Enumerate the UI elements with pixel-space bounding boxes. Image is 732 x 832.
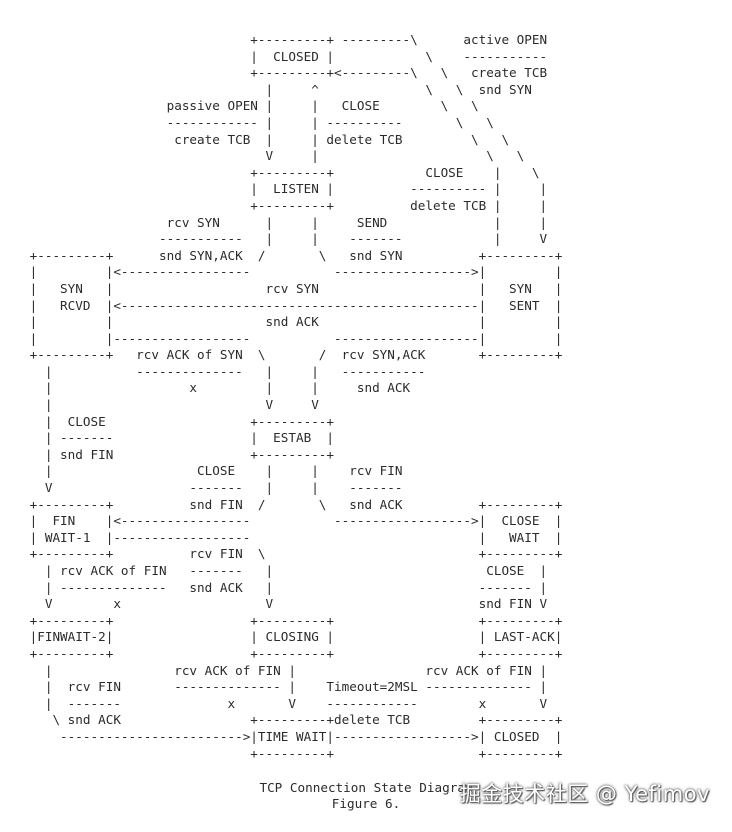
diagram-line: | |------------------ ------------------…	[22, 330, 563, 346]
diagram-line: +---------+ +---------+	[22, 745, 563, 761]
diagram-line: | rcv ACK of FIN ------- | CLOSE |	[22, 563, 548, 578]
diagram-line: +---------+ CLOSE | \	[22, 164, 540, 180]
diagram-line: | snd FIN +---------+	[22, 446, 335, 462]
diagram-line: | -------------- snd ACK | ------- |	[22, 579, 548, 595]
diagram-line: | WAIT-1 |------------------ | WAIT |	[22, 529, 563, 545]
diagram-line: create TCB | | delete TCB \ \	[22, 131, 510, 147]
diagram-line: V x V snd FIN V	[22, 596, 548, 612]
diagram-line: +---------+ rcv FIN \ +---------+	[22, 546, 563, 562]
diagram-line: | LISTEN | ---------- | |	[22, 181, 548, 197]
diagram-line: | ^ \ \ snd SYN	[22, 81, 532, 97]
diagram-line: | x | | snd ACK	[22, 380, 411, 396]
diagram-line: |FINWAIT-2| | CLOSING | | LAST-ACK|	[22, 629, 563, 645]
tcp-state-diagram: +---------+ ---------\ active OPEN | CLO…	[22, 32, 563, 762]
caption-title: TCP Connection State Diagram	[259, 780, 473, 795]
diagram-line: passive OPEN | | CLOSE \ \	[22, 98, 479, 114]
diagram-line: +---------+<---------\ \ create TCB	[22, 65, 548, 81]
diagram-line: +---------+ snd FIN / \ snd ACK +-------…	[22, 496, 563, 512]
diagram-line: | RCVD |<-------------------------------…	[22, 297, 563, 313]
diagram-line: +---------+ delete TCB | |	[22, 197, 548, 213]
diagram-line: rcv SYN | | SEND | |	[22, 214, 548, 230]
diagram-line: | rcv ACK of FIN | rcv ACK of FIN |	[22, 662, 548, 678]
diagram-line: | CLOSED | \ -----------	[22, 48, 548, 64]
diagram-line: | CLOSE +---------+	[22, 413, 335, 429]
diagram-line: ------------ | | ---------- \ \	[22, 114, 494, 130]
diagram-line: | CLOSE | | rcv FIN	[22, 463, 403, 479]
diagram-line: V ------- | | -------	[22, 480, 403, 496]
diagram-line: | rcv FIN -------------- | Timeout=2MSL …	[22, 679, 548, 695]
caption-figure-number: Figure 6.	[331, 796, 401, 811]
figure-caption: TCP Connection State Diagram Figure 6.	[0, 780, 732, 812]
diagram-line: V | \ \	[22, 148, 525, 164]
diagram-line: | SYN | rcv SYN | SYN |	[22, 280, 563, 296]
diagram-line: +---------+ snd SYN,ACK / \ snd SYN +---…	[22, 247, 563, 263]
diagram-line: | |<----------------- ------------------…	[22, 264, 563, 280]
diagram-line: +---------+ ---------\ active OPEN	[22, 32, 548, 47]
diagram-line: +---------+ rcv ACK of SYN \ / rcv SYN,A…	[22, 347, 563, 363]
diagram-line: | V V	[22, 397, 319, 413]
diagram-line: | ------- | ESTAB |	[22, 430, 335, 446]
diagram-line: | | snd ACK | |	[22, 314, 563, 330]
diagram-line: | ------- x V ------------ x V	[22, 695, 548, 711]
diagram-line: ----------- | | ------- | V	[22, 231, 548, 247]
diagram-line: \ snd ACK +---------+delete TCB +-------…	[22, 712, 563, 728]
diagram-line: ------------------------>|TIME WAIT|----…	[22, 728, 563, 744]
diagram-line: +---------+ +---------+ +---------+	[22, 645, 563, 661]
watermark: 掘金技术社区 @ Yefimov	[459, 782, 710, 806]
diagram-line: | -------------- | | -----------	[22, 363, 426, 379]
diagram-line: +---------+ +---------+ +---------+	[22, 612, 563, 628]
diagram-line: | FIN |<----------------- --------------…	[22, 513, 563, 529]
